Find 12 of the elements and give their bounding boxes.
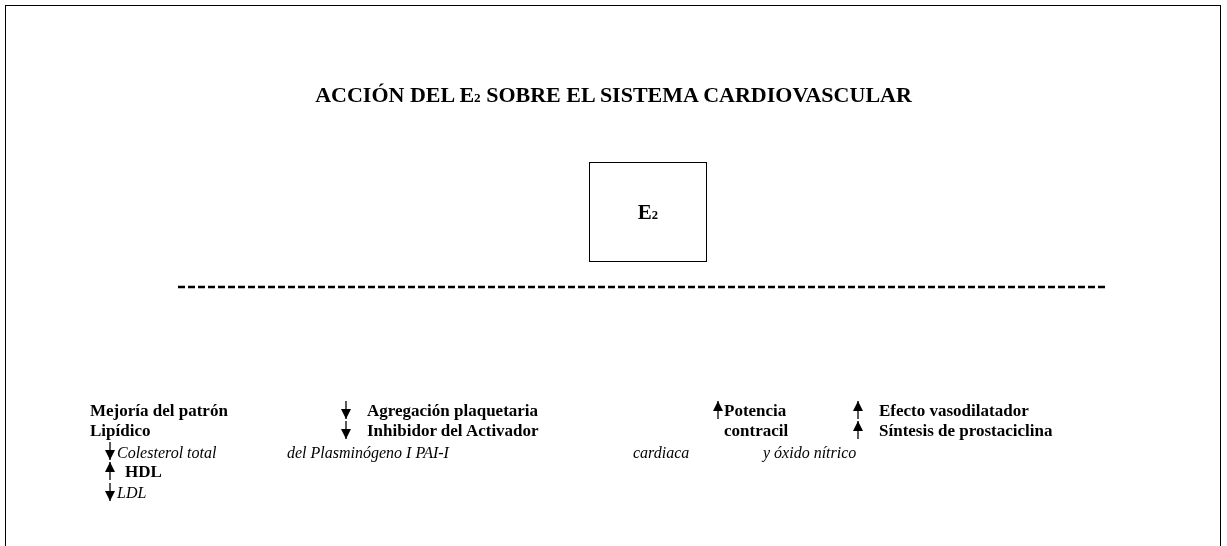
label-text: Agregación plaquetaria: [367, 401, 539, 421]
note-text: Colesterol total: [117, 443, 217, 463]
label-text: Síntesis de prostaciclina: [879, 421, 1053, 441]
note-text: LDL: [117, 483, 147, 503]
label-text: HDL: [125, 462, 162, 482]
note-text: y óxido nítrico: [763, 443, 857, 463]
label-text: Efecto vasodilatador: [879, 401, 1029, 421]
label-text: Mejoría del patrón Lipídico: [90, 401, 229, 441]
note-text: cardiaca: [633, 443, 690, 463]
label-text: Potencia contracil: [724, 401, 790, 441]
note-text: del Plasminógeno I PAI-I: [287, 443, 449, 463]
label-text: Inhibidor del Activador: [367, 421, 539, 441]
